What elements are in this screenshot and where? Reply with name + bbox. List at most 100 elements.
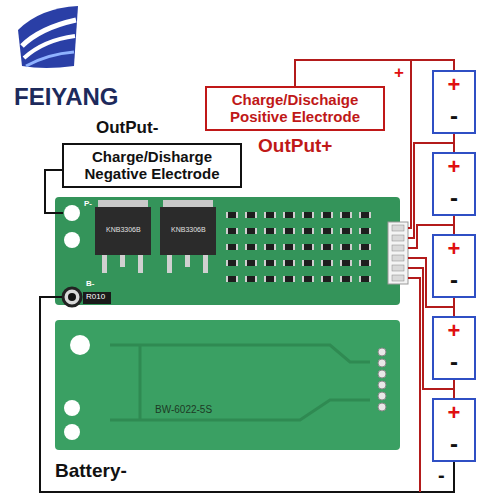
smd-part: [283, 244, 295, 250]
pcb-board: [55, 320, 400, 450]
smd-cap: [369, 276, 371, 282]
smd-cap: [350, 276, 352, 282]
smd-cap: [236, 228, 238, 234]
battery-cell: +-: [432, 234, 476, 298]
pcb-back: [55, 320, 400, 450]
mosfet: [160, 207, 216, 255]
chip-marking: KNB3306B: [106, 226, 141, 234]
smd-part: [359, 260, 371, 266]
smd-cap: [283, 244, 285, 250]
mounting-hole: [70, 335, 90, 355]
mosfet-leg: [138, 255, 143, 273]
smd-cap: [283, 228, 285, 234]
b-minus-pad: [63, 288, 81, 306]
solder-pad: [378, 359, 386, 367]
smd-cap: [321, 276, 323, 282]
smd-part: [283, 212, 295, 218]
smd-cap: [236, 244, 238, 250]
mounting-hole: [64, 424, 80, 440]
wire-line: [453, 298, 455, 316]
balance-wire: [408, 278, 420, 492]
mosfet-leg: [203, 255, 208, 273]
smd-cap: [293, 212, 295, 218]
smd-part: [359, 212, 371, 218]
smd-cap: [274, 260, 276, 266]
mosfet-tab: [163, 200, 213, 208]
smd-cap: [264, 244, 266, 250]
positive-sign: +: [448, 73, 461, 97]
smd-part: [340, 228, 352, 234]
smd-part: [283, 276, 295, 282]
smd-part: [245, 244, 257, 250]
smd-cap: [283, 276, 285, 282]
pcb-front: [55, 197, 408, 306]
smd-cap: [245, 212, 247, 218]
solder-pad: [378, 370, 386, 378]
smd-cap: [321, 244, 323, 250]
solder-pad: [378, 381, 386, 389]
smd-part: [321, 228, 333, 234]
connector-pin: [392, 235, 404, 241]
smd-cap: [226, 212, 228, 218]
pad-label: B-: [86, 280, 94, 289]
wires: [40, 60, 454, 492]
negative-sign: -: [450, 185, 458, 211]
leader-line: [45, 170, 63, 213]
smd-part: [226, 260, 238, 266]
smd-cap: [340, 276, 342, 282]
logo-wave: [24, 36, 75, 58]
smd-cap: [245, 228, 247, 234]
smd-cap: [369, 212, 371, 218]
wire-connector: [454, 216, 455, 234]
smd-part: [226, 228, 238, 234]
smd-cap: [264, 212, 266, 218]
smd-cap: [359, 228, 361, 234]
wire-connector: [454, 380, 455, 398]
battery-label: Battery-: [55, 461, 127, 482]
smd-cap: [331, 212, 333, 218]
mosfet-leg: [120, 255, 125, 267]
smd-part: [340, 260, 352, 266]
pcb-board: [55, 197, 400, 305]
smd-cap: [226, 276, 228, 282]
logo-icon: [18, 6, 78, 68]
brand-name: FEIYANG: [14, 84, 118, 110]
electrode-label: Charge/Dischaige Positive Electrode: [213, 92, 377, 125]
smd-cap: [264, 276, 266, 282]
mounting-hole: [64, 205, 80, 221]
smd-part: [245, 276, 257, 282]
smd-part: [321, 244, 333, 250]
smd-cap: [274, 276, 276, 282]
pad-hole: [68, 293, 76, 301]
mounting-hole: [64, 400, 80, 416]
smd-cap: [302, 212, 304, 218]
smd-cap: [340, 228, 342, 234]
smd-cap: [331, 244, 333, 250]
negative-electrode-box: Charge/Disharge Negative Electrode: [62, 143, 242, 188]
balance-connector: [388, 222, 408, 284]
smd-part: [359, 244, 371, 250]
balance-wire: [408, 60, 411, 228]
pad-label: P-: [84, 200, 92, 209]
smd-cap: [245, 276, 247, 282]
solder-pads: [378, 348, 386, 411]
pcb-trace: [110, 345, 370, 420]
connector-pin: [392, 225, 404, 231]
smd-cap: [293, 276, 295, 282]
smd-cap: [302, 276, 304, 282]
smd-cap: [255, 244, 257, 250]
smd-cap: [302, 228, 304, 234]
smd-cap: [245, 260, 247, 266]
smd-part: [302, 228, 314, 234]
smd-part: [302, 276, 314, 282]
wire-connector: [454, 134, 455, 152]
mosfet-leg: [167, 255, 172, 273]
negative-wire: [40, 297, 454, 492]
negative-sign: -: [450, 103, 458, 129]
connector-pin: [392, 275, 404, 281]
solder-pad: [378, 392, 386, 400]
smd-part: [264, 244, 276, 250]
smd-cap: [340, 244, 342, 250]
